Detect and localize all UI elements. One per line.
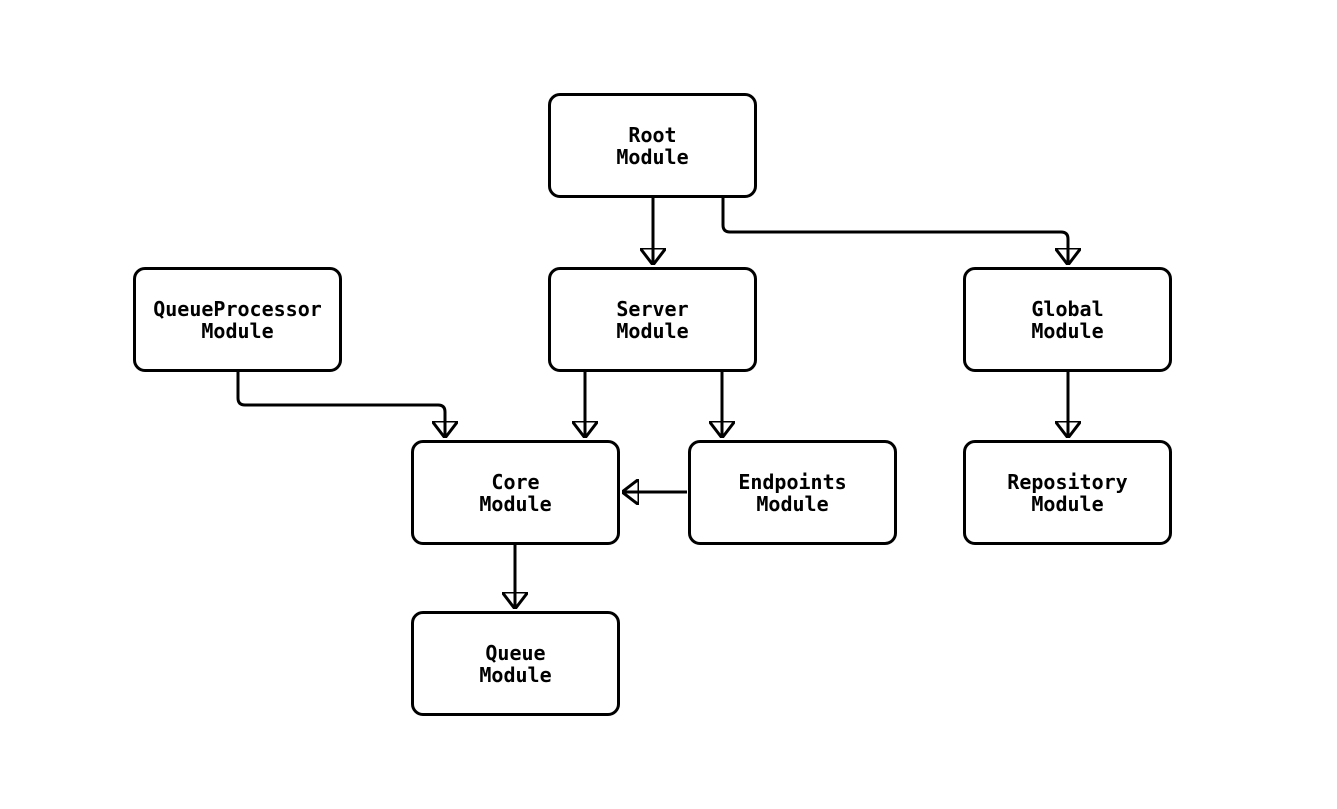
node-queue-module-name: Queue — [485, 640, 546, 665]
node-global-module[interactable]: Global Module — [963, 267, 1172, 372]
node-root-module-name: Root — [628, 122, 677, 147]
node-endpoints-module-name: Endpoints — [738, 469, 847, 494]
node-queueprocessor-module-suffix: Module — [201, 318, 274, 343]
node-endpoints-module-suffix: Module — [756, 491, 829, 516]
node-server-module[interactable]: Server Module — [548, 267, 757, 372]
node-core-module-name: Core — [491, 469, 540, 494]
node-repository-module-suffix: Module — [1031, 491, 1104, 516]
node-queue-module-suffix: Module — [479, 662, 552, 687]
node-queueprocessor-module[interactable]: QueueProcessor Module — [133, 267, 342, 372]
node-repository-module-name: Repository — [1007, 469, 1128, 494]
node-repository-module[interactable]: Repository Module — [963, 440, 1172, 545]
node-core-module[interactable]: Core Module — [411, 440, 620, 545]
node-endpoints-module[interactable]: Endpoints Module — [688, 440, 897, 545]
edge-queueprocessor-to-core — [236, 372, 445, 437]
node-root-module-suffix: Module — [616, 144, 689, 169]
node-server-module-suffix: Module — [616, 318, 689, 343]
node-core-module-suffix: Module — [479, 491, 552, 516]
node-root-module[interactable]: Root Module — [548, 93, 757, 198]
edge-root-to-global — [721, 197, 1068, 264]
node-queueprocessor-module-name: QueueProcessor — [153, 296, 322, 321]
node-queue-module[interactable]: Queue Module — [411, 611, 620, 716]
node-global-module-name: Global — [1031, 296, 1104, 321]
node-server-module-name: Server — [616, 296, 689, 321]
node-global-module-suffix: Module — [1031, 318, 1104, 343]
